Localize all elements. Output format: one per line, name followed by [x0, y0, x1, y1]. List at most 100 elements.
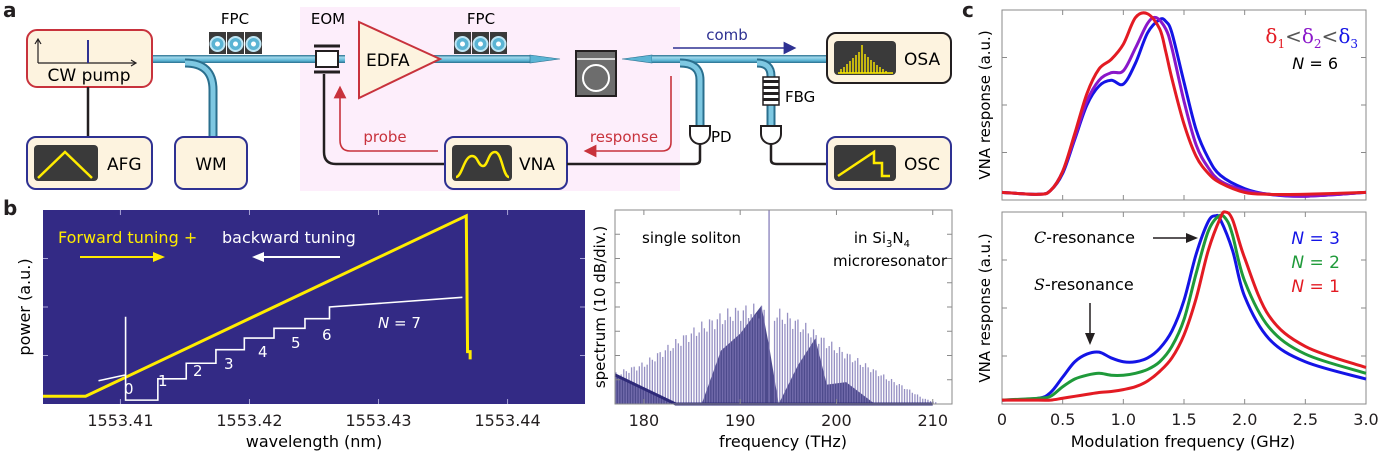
single-soliton-label: single soliton	[642, 229, 741, 247]
backward-arrowhead-icon	[252, 252, 264, 262]
plot-background	[43, 210, 585, 404]
osc-box[interactable]: OSC	[826, 136, 952, 190]
x-tick-label: 0	[997, 410, 1007, 429]
x-tick-label: 1553.42	[216, 411, 282, 430]
series-line	[1001, 11, 1367, 197]
x-tick-label: 1.0	[1111, 410, 1136, 429]
step-label: 0	[124, 380, 134, 398]
edfa-amplifier: EDFA	[358, 20, 443, 100]
axes-icon	[37, 40, 135, 64]
delta3-sub: 3	[1350, 37, 1358, 51]
osc-label: OSC	[904, 155, 940, 175]
legend-entry: N = 2	[1291, 253, 1340, 273]
step-label: 4	[258, 343, 268, 361]
x-axis-label: wavelength (nm)	[246, 432, 383, 451]
vna-box[interactable]: VNA	[444, 136, 568, 190]
delta1: δ	[1265, 24, 1277, 48]
response-label: response	[590, 128, 658, 146]
legend-entry: N = 3	[1291, 229, 1340, 249]
y-axis-label: VNA response (a.u.)	[976, 30, 994, 179]
s-resonance-label: S-resonance	[1034, 275, 1134, 294]
n-value: = 1	[1304, 277, 1340, 297]
n-symbol: N	[1291, 277, 1304, 297]
panel-label-a: a	[3, 0, 17, 22]
y-axis-label: spectrum (10 dB/div.)	[591, 226, 609, 388]
pd-label: PD	[711, 128, 732, 146]
subscript-4: 4	[904, 239, 910, 250]
s-arrowhead-icon	[1085, 333, 1095, 345]
afg-label: AFG	[107, 155, 142, 175]
step-label: 6	[322, 326, 332, 344]
n-value: = 6	[1304, 54, 1338, 73]
n-symbol: N	[1291, 229, 1304, 249]
x-tick-label: 2.5	[1293, 410, 1318, 429]
fpc2-label: FPC	[467, 10, 495, 28]
fpc1-label: FPC	[221, 10, 249, 28]
panel-label-c: c	[962, 0, 974, 22]
eom-label: EOM	[311, 10, 345, 28]
n7-label: N = 7	[378, 314, 421, 332]
microresonator-chip	[575, 50, 617, 97]
less-than-2: <	[1322, 24, 1339, 48]
edfa-label: EDFA	[366, 51, 410, 71]
comb-label: comb	[706, 26, 748, 44]
c-resonance-label: C-resonance	[1034, 228, 1135, 247]
n-value: = 2	[1304, 253, 1340, 273]
backward-tuning-label: backward tuning	[222, 228, 356, 247]
n-value: = 3	[1304, 229, 1340, 249]
afg-box[interactable]: AFG	[26, 136, 153, 190]
cw-pump-label: CW pump	[48, 66, 131, 86]
n-text: N	[892, 229, 903, 247]
comb-spectrum-icon	[838, 45, 893, 74]
probe-label: probe	[363, 128, 406, 146]
x-axis-label: frequency (THz)	[719, 432, 847, 451]
x-tick-label: 1553.41	[87, 411, 153, 430]
sawtooth-trace-icon	[837, 149, 890, 178]
forward-tuning-label: Forward tuning +	[58, 228, 197, 247]
x-tick-label: 180	[629, 411, 660, 430]
triangle-wave-icon	[37, 150, 93, 179]
s-symbol: S	[1034, 275, 1045, 294]
photodetector-1	[689, 125, 711, 145]
osa-box[interactable]: OSA	[826, 32, 952, 84]
series-line	[1002, 210, 1367, 402]
optical-fiber	[152, 54, 830, 140]
fbg-label: FBG	[785, 88, 815, 106]
step-label: 5	[291, 334, 301, 352]
series-backward-tuning	[98, 296, 463, 401]
cw-pump-box[interactable]: CW pump	[26, 29, 153, 88]
delta2-sub: 2	[1314, 37, 1322, 51]
microresonator-label: microresonator	[833, 252, 948, 270]
n-symbol: N	[1292, 54, 1304, 73]
wm-label: WM	[195, 155, 226, 175]
x-tick-label: 1553.44	[474, 411, 540, 430]
delta2: δ	[1302, 24, 1314, 48]
less-than-1: <	[1285, 24, 1302, 48]
eom: EOM	[311, 10, 345, 74]
x-tick-label: 190	[725, 411, 756, 430]
x-tick-label: 1.5	[1171, 410, 1196, 429]
si-text: in Si	[854, 229, 886, 247]
y-axis-label: power (a.u.)	[15, 258, 34, 355]
step-label: 3	[224, 355, 234, 373]
x-tick-label: 200	[821, 411, 852, 430]
osa-label: OSA	[904, 50, 940, 70]
subscript-3: 3	[886, 239, 892, 250]
fpc-2: FPC	[454, 10, 507, 54]
delta1-sub: 1	[1277, 37, 1285, 51]
y-axis-label: VNA response (a.u.)	[976, 233, 994, 382]
x-axis-label: Modulation frequency (GHz)	[1071, 432, 1296, 451]
x-tick-label: 3.0	[1353, 410, 1378, 429]
n-value: = 7	[389, 314, 421, 332]
fpc-paddle-icon	[209, 32, 262, 54]
wm-box[interactable]: WM	[174, 136, 248, 190]
spectrum-underlay	[615, 305, 875, 404]
setup-diagram: CW pump AFG WM FPC EOM EDFA FPC	[26, 7, 952, 191]
photodetector-2	[760, 125, 782, 145]
n6-label: N = 6	[1292, 54, 1338, 73]
fbg-grating	[762, 76, 780, 106]
n-symbol: N	[1291, 253, 1304, 273]
